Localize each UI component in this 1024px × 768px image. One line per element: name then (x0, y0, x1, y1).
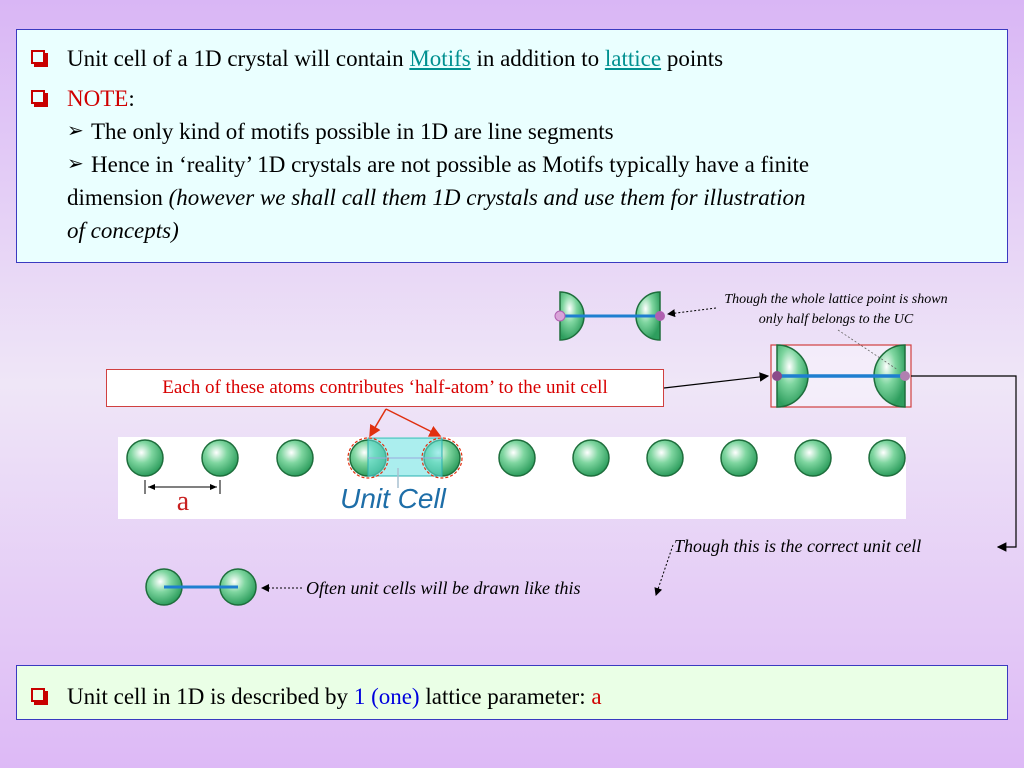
sub-bullet-line-reality: ➢ Hence in ‘reality’ 1D crystals are not… (31, 148, 995, 181)
atom (276, 439, 314, 477)
bullet-line-motifs: Unit cell of a 1D crystal will contain M… (31, 42, 995, 75)
atom-row (126, 439, 906, 477)
half-atom-outline (421, 437, 463, 479)
lattice-point (900, 371, 910, 381)
label-to-cell-arrow (663, 372, 770, 389)
dimension-arrow-left (148, 484, 155, 490)
unit-cell-highlight (367, 437, 443, 477)
atom (201, 439, 239, 477)
dotted-pointer (667, 307, 717, 318)
continuation-line: of concepts) (31, 214, 995, 247)
sub-bullet-line-segments: ➢ The only kind of motifs possible in 1D… (31, 115, 995, 148)
text-segment: Unit cell of a 1D crystal will contain (67, 46, 410, 71)
lattice-point (772, 371, 782, 381)
continuation-line: dimension (however we shall call them 1D… (31, 181, 995, 214)
atom (498, 439, 536, 477)
lattice-point (554, 310, 566, 322)
note-label: NOTE (67, 86, 129, 111)
unit-cell-label: Unit Cell (340, 483, 447, 514)
often-drawn-annotation: Often unit cells will be drawn like this (306, 578, 581, 598)
half-atom-label: Each of these atoms contributes ‘half-at… (162, 377, 608, 398)
bullet-line-note: NOTE: (31, 82, 995, 115)
text-segment: Unit cell in 1D is described by (67, 684, 354, 709)
often-drawn-cell (145, 568, 257, 606)
checkbox-bullet-icon (31, 90, 45, 104)
atom (794, 439, 832, 477)
parameter-symbol: a (591, 684, 602, 709)
lattice-parameter-label: a (177, 486, 190, 517)
italic-text: of concepts) (67, 218, 179, 243)
correct-unit-cell-annotation: Though this is the correct unit cell (674, 536, 922, 556)
dimension-arrow-right (210, 484, 217, 490)
atom (720, 439, 758, 477)
motifs-link[interactable]: Motifs (409, 46, 471, 71)
text-segment: points (661, 46, 724, 71)
half-belongs-annotation: Though the whole lattice point is shown … (724, 292, 948, 327)
bullet-line-parameter: Unit cell in 1D is described by 1 (one) … (31, 680, 995, 713)
text-segment: The only kind of motifs possible in 1D a… (91, 119, 614, 144)
text-segment: in addition to (470, 46, 605, 71)
one-parameter-text: 1 (one) (353, 684, 420, 709)
atom (126, 439, 164, 477)
checkbox-bullet-icon (31, 688, 45, 702)
half-atom-arrow (369, 408, 387, 438)
italic-text: (however we shall call them 1D crystals … (168, 185, 806, 210)
lattice-point (655, 311, 665, 321)
atom (646, 439, 684, 477)
checkbox-bullet-icon (31, 50, 45, 64)
text-segment: Hence in ‘reality’ 1D crystals are not p… (91, 152, 810, 177)
lattice-link[interactable]: lattice (604, 46, 662, 71)
text-segment: dimension (67, 185, 169, 210)
arrowhead-bullet-icon: ➢ (67, 153, 84, 175)
atom (572, 439, 610, 477)
text-segment: lattice parameter: (419, 684, 592, 709)
half-atom-arrow (385, 408, 442, 437)
half-atom-label-box: Each of these atoms contributes ‘half-at… (106, 369, 664, 407)
half-atom-outline (347, 437, 389, 479)
intro-textbox: Unit cell of a 1D crystal will contain M… (16, 29, 1008, 263)
atom (868, 439, 906, 477)
arrowhead-bullet-icon: ➢ (67, 120, 84, 142)
bracket-connector (911, 375, 1017, 552)
dotted-pointer (654, 544, 674, 596)
text-segment: : (128, 86, 135, 111)
correct-unit-cell-motif (772, 344, 910, 408)
half-atom-motif-top (554, 291, 665, 341)
summary-textbox: Unit cell in 1D is described by 1 (one) … (16, 665, 1008, 720)
dotted-pointer (837, 329, 899, 371)
